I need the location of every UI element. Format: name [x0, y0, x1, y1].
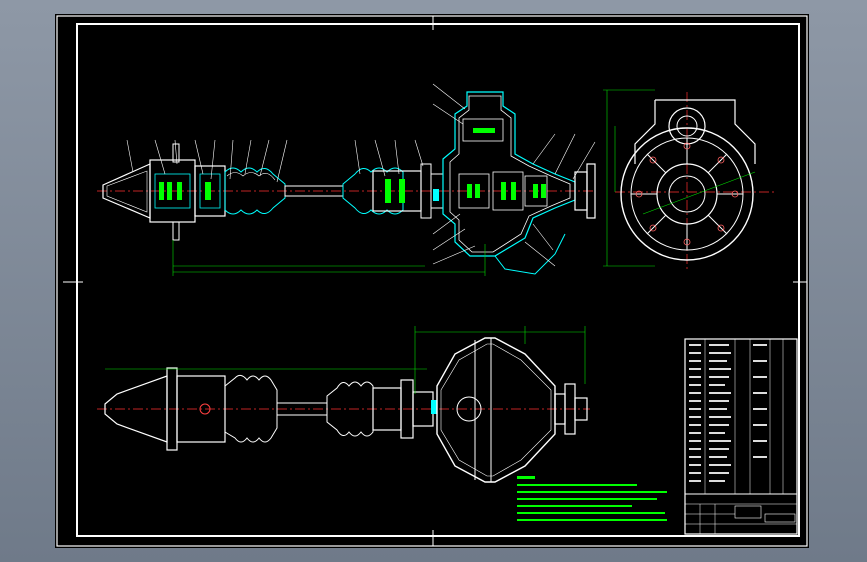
support-arm — [494, 233, 566, 275]
rubber-boot-right — [342, 167, 404, 215]
drawing-sheet — [55, 14, 809, 548]
cad-canvas — [56, 15, 808, 547]
front-section-view — [97, 83, 596, 276]
top-boot-left — [224, 374, 278, 443]
centering-marks — [63, 16, 807, 546]
top-view — [97, 326, 590, 483]
end-view — [603, 89, 775, 272]
end-housing-top — [655, 99, 756, 164]
differential-gears — [458, 118, 548, 211]
dimension-lines — [172, 240, 486, 276]
differential-housing — [442, 91, 576, 257]
flange-outer-circle — [620, 127, 754, 261]
parts-list — [684, 338, 798, 535]
inner-frame — [76, 23, 800, 537]
technical-requirements — [517, 476, 667, 521]
title-cell — [734, 505, 762, 519]
drawing-number-cell — [764, 513, 796, 523]
top-boot-right — [326, 381, 374, 437]
top-differential-body — [436, 337, 556, 483]
rubber-boot-left — [224, 167, 286, 215]
outer-border — [56, 15, 808, 547]
bearing-balls — [159, 182, 182, 200]
leader-lines — [126, 83, 596, 267]
